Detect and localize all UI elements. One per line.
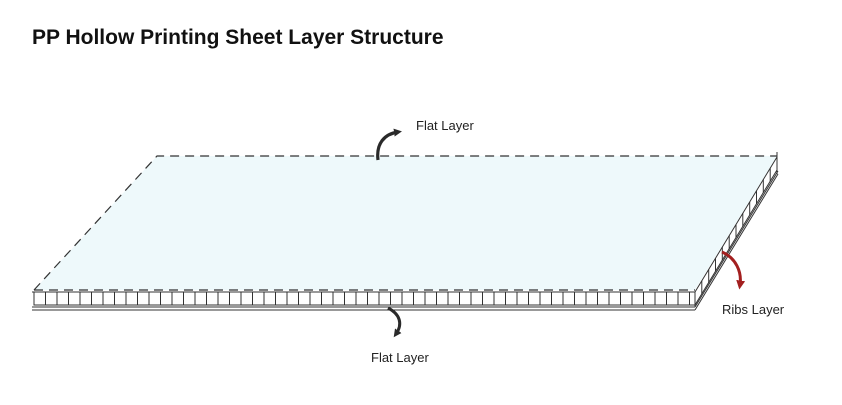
label-bottom-flat-layer: Flat Layer <box>371 350 429 365</box>
side-bottom-flat-line-2 <box>694 173 779 311</box>
side-bottom-flat-line <box>694 170 779 308</box>
curved-arrow-right-icon <box>376 128 402 161</box>
curved-arrow-down-right-icon <box>721 250 746 290</box>
label-top-flat-layer: Flat Layer <box>416 118 474 133</box>
sheet-top-face <box>34 156 777 290</box>
sheet-top-outline <box>33 155 777 291</box>
front-ribs-layer <box>33 291 696 306</box>
page-title: PP Hollow Printing Sheet Layer Structure <box>32 26 444 49</box>
curved-arrow-down-icon <box>387 306 402 338</box>
label-ribs-layer: Ribs Layer <box>722 302 785 317</box>
